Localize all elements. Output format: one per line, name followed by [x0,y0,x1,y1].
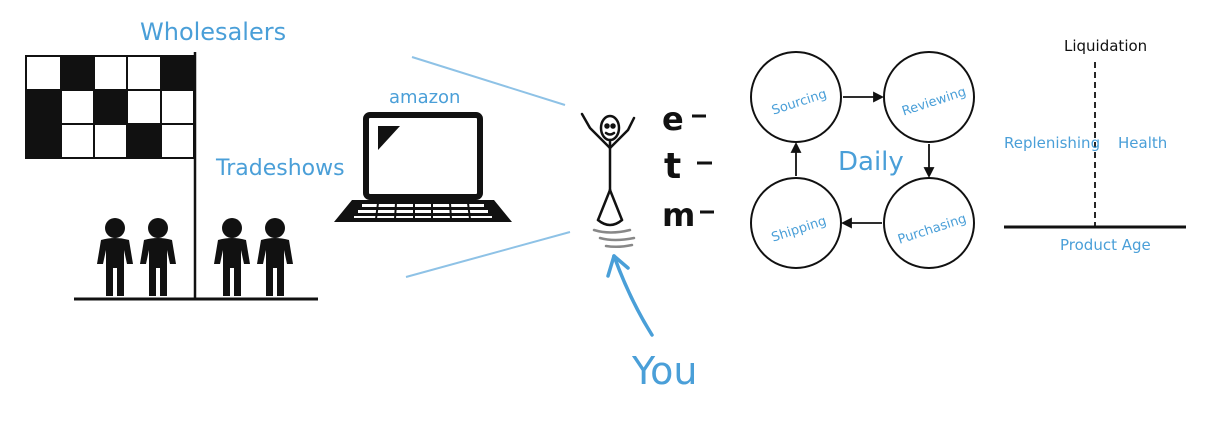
you-section: e t m You [580,100,714,393]
person-icon [214,218,250,296]
person-icon [97,218,133,296]
laptop-icon [334,112,512,222]
product-lifecycle: Liquidation Replenishing Health Product … [1004,37,1186,254]
wholesalers-label: Wholesalers [140,18,286,46]
letter-group: e t m [662,100,714,234]
you-label: You [631,349,698,393]
cycle-arrows [790,91,935,229]
product-age-label: Product Age [1060,236,1151,254]
connector-line [405,231,571,278]
daily-label: Daily [838,147,904,177]
letter-t: t [664,146,681,187]
connector-line [411,56,566,106]
amazon-section: amazon [334,56,571,278]
person-icon [140,218,176,296]
replenishing-label: Replenishing [1004,134,1100,152]
letter-e: e [662,100,684,138]
stick-figure-icon [580,112,636,227]
letter-m: m [662,196,695,234]
wholesalers-section: Wholesalers Tradeshows [25,18,345,301]
people-group [97,218,293,296]
liquidation-label: Liquidation [1064,37,1147,55]
puddle-marks [592,228,636,249]
health-label: Health [1118,134,1167,152]
amazon-label: amazon [389,87,460,108]
tradeshows-label: Tradeshows [215,156,345,181]
checkered-flag [25,55,195,159]
arrow-to-you [606,254,654,337]
daily-cycle: Sourcing Reviewing Purchasing Shipping D… [750,51,975,269]
person-icon [257,218,293,296]
